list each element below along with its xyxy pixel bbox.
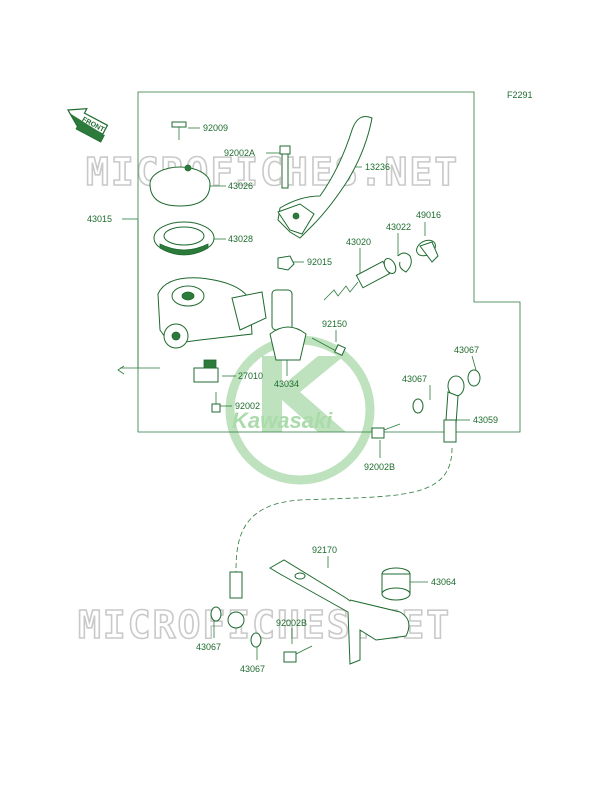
figure-code: F2291 — [507, 90, 533, 100]
label-49016: 49016 — [416, 210, 441, 220]
label-92002: 92002 — [235, 401, 260, 411]
label-43015: 43015 — [87, 214, 112, 224]
brake-lever — [277, 116, 373, 239]
assembly-frame — [137, 91, 521, 433]
label-13236: 13236 — [365, 162, 390, 172]
washer-43067-upper-mid — [412, 398, 424, 414]
label-92015: 92015 — [307, 257, 332, 267]
label-43059: 43059 — [473, 415, 498, 425]
grommet-43064 — [381, 567, 411, 601]
clamp-43034 — [269, 289, 307, 361]
piston-assembly — [323, 258, 397, 301]
label-43067-upper-mid: 43067 — [402, 374, 427, 384]
label-43022: 43022 — [386, 222, 411, 232]
label-92002B-lower: 92002B — [276, 618, 307, 628]
bolt-92002B-lower — [283, 645, 313, 663]
label-43064: 43064 — [431, 577, 456, 587]
label-27010: 27010 — [238, 371, 263, 381]
watermark-top: MICROFICHES.NET — [86, 150, 459, 194]
bolt-92002B-upper — [371, 423, 401, 439]
washer-43067-lower-left — [210, 606, 222, 622]
logo-text: Kawasaki — [232, 408, 333, 433]
label-43020: 43020 — [346, 237, 371, 247]
washer-43067-upper-right — [467, 369, 481, 387]
diaphragm — [153, 221, 215, 256]
label-43028: 43028 — [228, 234, 253, 244]
brake-switch — [193, 359, 219, 383]
bolt-92002A — [279, 145, 291, 189]
label-43067-lower-mid: 43067 — [240, 664, 265, 674]
label-92002B-upper: 92002B — [364, 462, 395, 472]
dust-boot — [416, 239, 439, 263]
label-43034: 43034 — [274, 379, 299, 389]
bracket-92170 — [269, 559, 410, 665]
frame-leader — [117, 365, 160, 375]
label-43026: 43026 — [228, 181, 253, 191]
reservoir-cap — [149, 164, 211, 207]
banjo-fitting-43059 — [443, 375, 465, 443]
label-43067-lower-left: 43067 — [196, 642, 221, 652]
front-arrow-icon: FRONT — [67, 108, 109, 143]
label-92002A: 92002A — [224, 148, 255, 158]
washer-43067-lower-mid — [250, 632, 262, 648]
label-92150: 92150 — [322, 319, 347, 329]
bolt-92150 — [311, 337, 346, 356]
brake-hose — [235, 447, 453, 573]
nut-92015 — [277, 255, 295, 271]
label-92170: 92170 — [312, 545, 337, 555]
label-43067-upper-right: 43067 — [454, 345, 479, 355]
master-cylinder-body — [157, 277, 267, 349]
screw-92009 — [171, 121, 187, 140]
circlip-43022 — [397, 252, 412, 273]
label-92009: 92009 — [203, 123, 228, 133]
screw-92002 — [211, 392, 221, 413]
hose-end-fitting — [227, 571, 245, 629]
